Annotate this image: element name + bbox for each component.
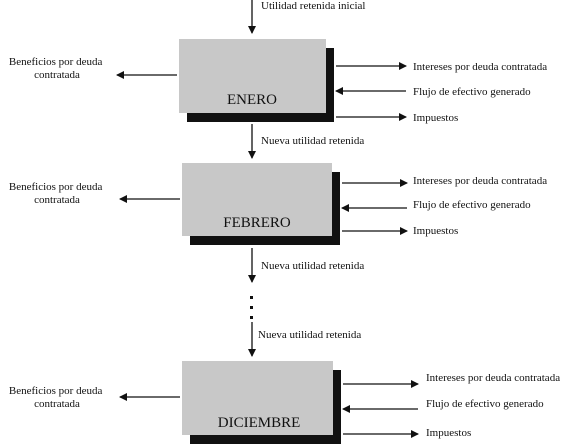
dot	[250, 306, 253, 309]
dot	[250, 316, 253, 319]
month-label: DICIEMBRE	[218, 415, 301, 431]
taxes-label: Impuestos	[413, 225, 458, 237]
box	[182, 163, 332, 236]
dot	[250, 296, 253, 299]
left-output-label: Beneficios por deuda contratada	[9, 181, 105, 206]
box	[179, 39, 326, 113]
interest-label: Intereses por deuda contratada	[413, 61, 547, 73]
interest-label: Intereses por deuda contratada	[426, 372, 560, 384]
month-block-diciembre: DICIEMBRE	[182, 361, 341, 444]
top-input-label: Utilidad retenida inicial	[261, 0, 365, 12]
cash-flow-label: Flujo de efectivo generado	[426, 398, 544, 410]
interest-label: Intereses por deuda contratada	[413, 175, 547, 187]
month-block-enero: ENERO	[179, 39, 334, 122]
left-output-label: Beneficios por deuda contratada	[9, 385, 105, 410]
between-label: Nueva utilidad retenida	[258, 329, 361, 341]
between-label: Nueva utilidad retenida	[261, 260, 364, 272]
left-output-label: Beneficios por deuda contratada	[9, 56, 105, 81]
month-block-febrero: FEBRERO	[182, 163, 340, 245]
between-label: Nueva utilidad retenida	[261, 135, 364, 147]
taxes-label: Impuestos	[426, 427, 471, 439]
cash-flow-label: Flujo de efectivo generado	[413, 199, 531, 211]
cash-flow-label: Flujo de efectivo generado	[413, 86, 531, 98]
box	[182, 361, 333, 435]
ellipsis-dots	[250, 296, 253, 319]
month-label: ENERO	[227, 92, 277, 108]
taxes-label: Impuestos	[413, 112, 458, 124]
month-label: FEBRERO	[223, 215, 291, 231]
